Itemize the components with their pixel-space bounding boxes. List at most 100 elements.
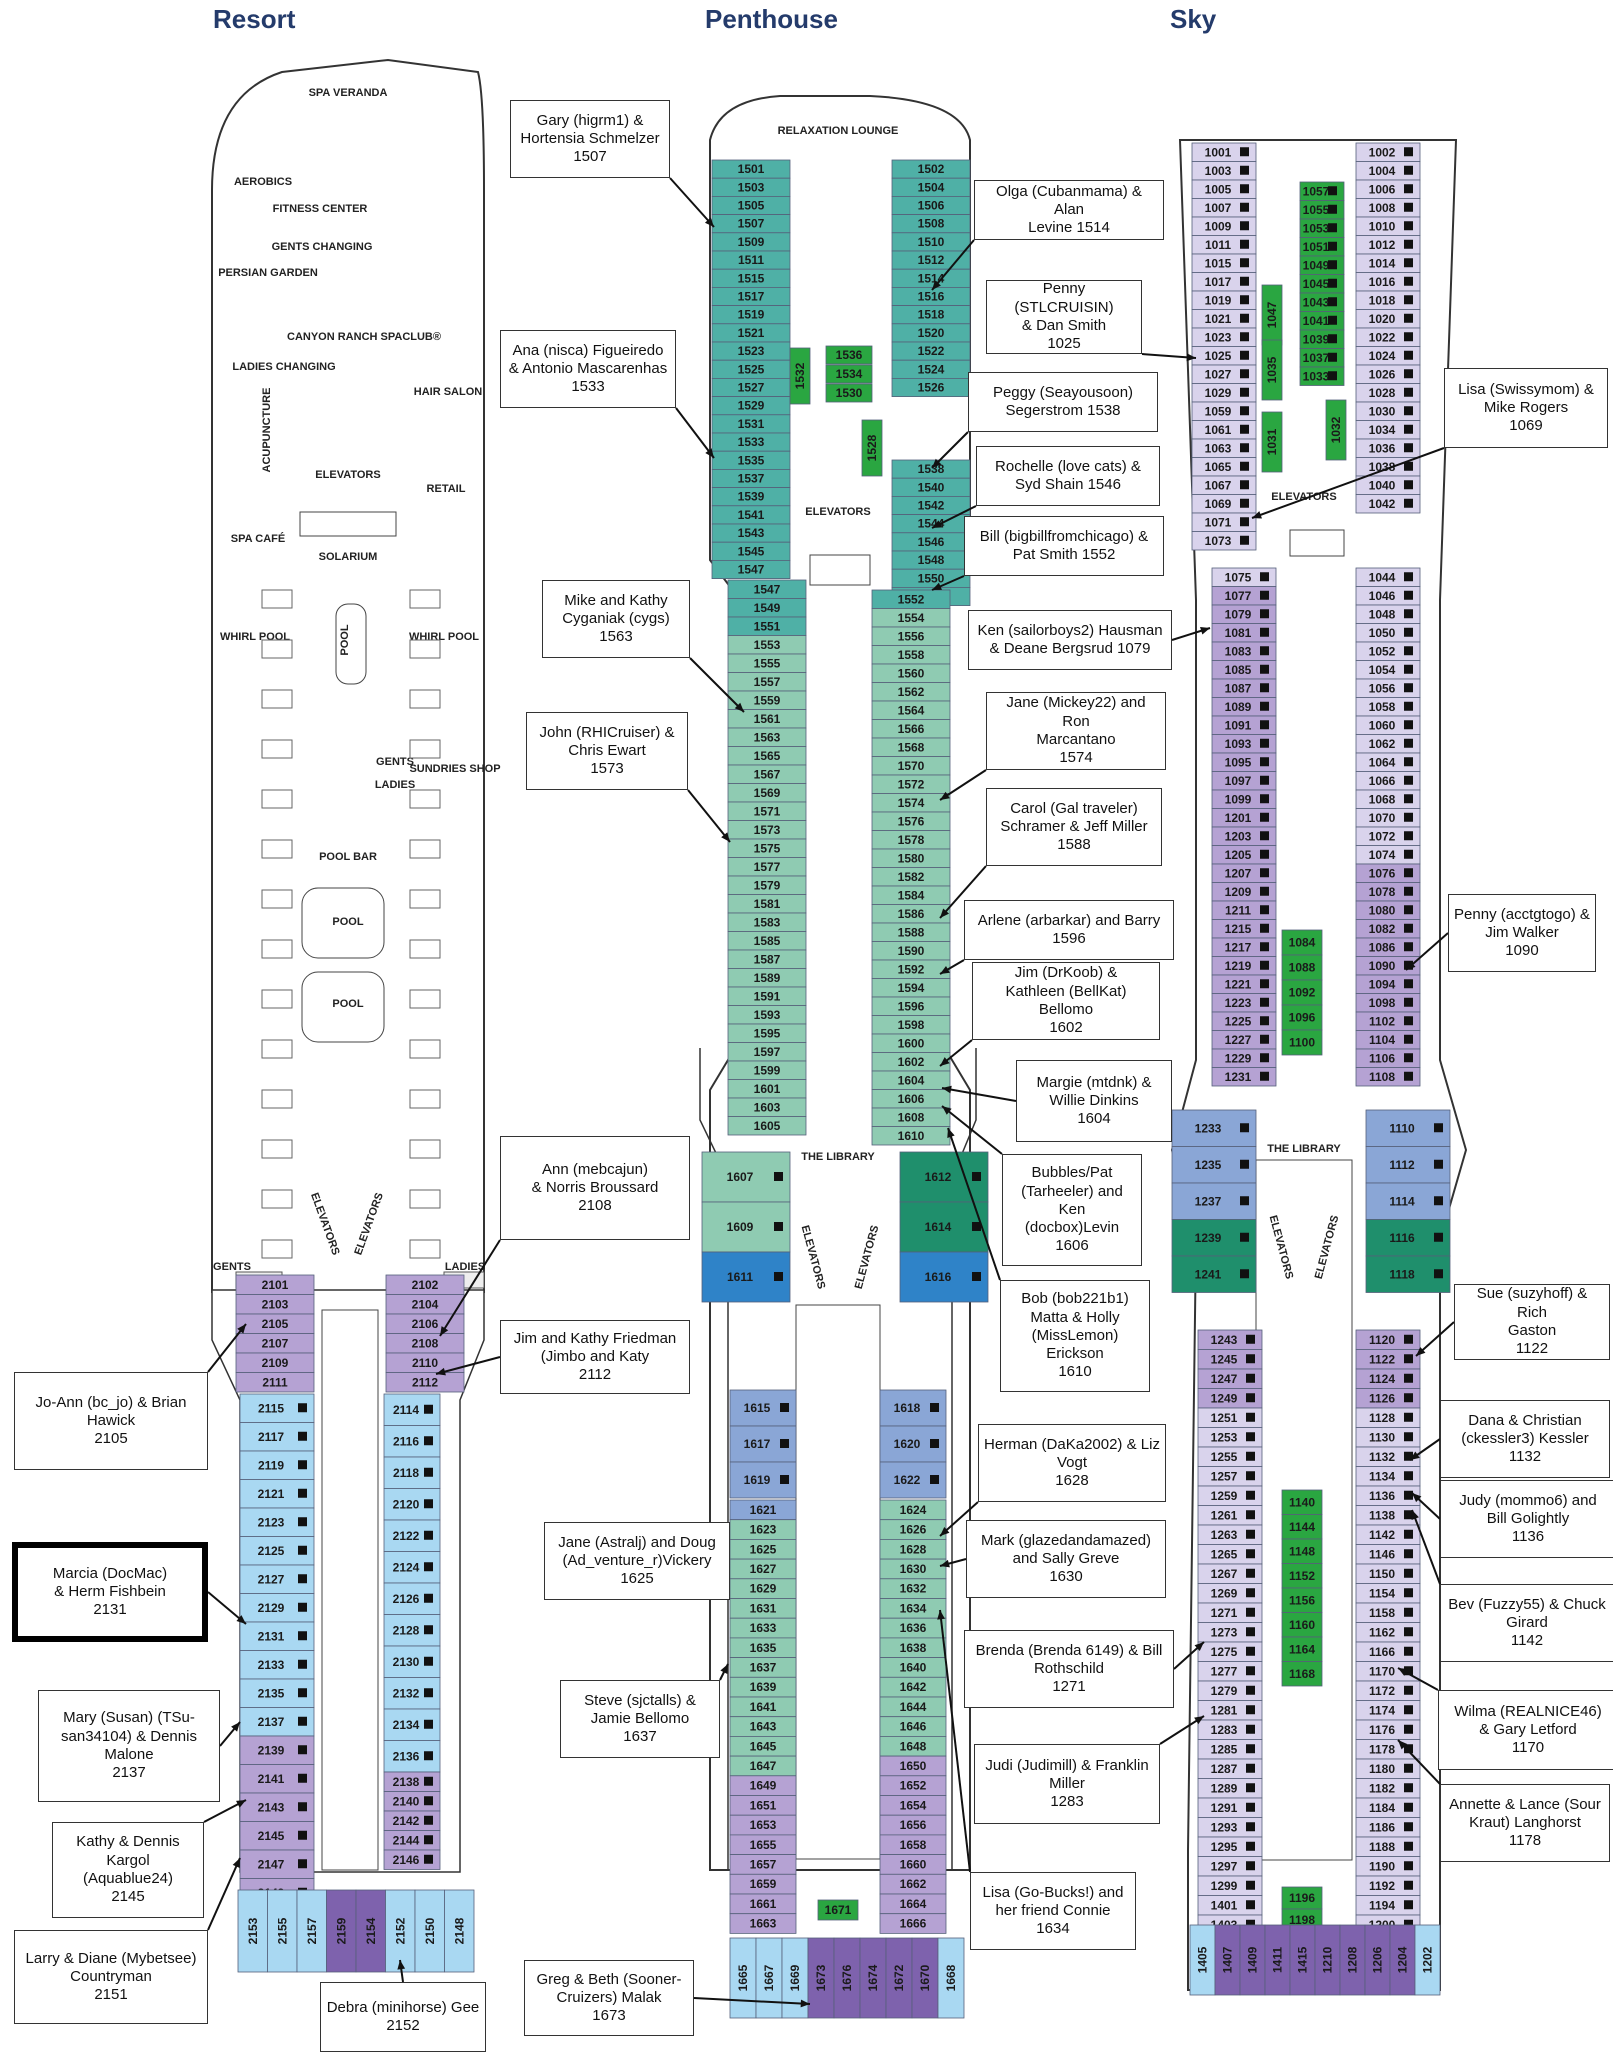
cabin-1023[interactable]: 1023 [1191,327,1257,347]
cabin-1593[interactable]: 1593 [727,1005,807,1025]
cabin-2132[interactable]: 2132 [383,1677,441,1710]
cabin-1565[interactable]: 1565 [727,746,807,766]
cabin-1263[interactable]: 1263 [1197,1524,1263,1545]
cabin-1654[interactable]: 1654 [879,1795,947,1816]
cabin-1588[interactable]: 1588 [871,922,951,942]
cabin-2134[interactable]: 2134 [383,1708,441,1741]
cabin-1066[interactable]: 1066 [1355,771,1421,791]
cabin-1140[interactable]: 1140 [1281,1489,1323,1515]
cabin-1223[interactable]: 1223 [1211,993,1277,1013]
cabin-2136[interactable]: 2136 [383,1740,441,1773]
cabin-2147[interactable]: 2147 [239,1849,315,1879]
cabin-1073[interactable]: 1073 [1191,531,1257,551]
cabin-2130[interactable]: 2130 [383,1645,441,1678]
cabin-1166[interactable]: 1166 [1355,1641,1421,1662]
cabin-1567[interactable]: 1567 [727,764,807,784]
cabin-1174[interactable]: 1174 [1355,1700,1421,1721]
cabin-1210[interactable]: 1210 [1314,1924,1341,1996]
cabin-1170[interactable]: 1170 [1355,1661,1421,1682]
cabin-1144[interactable]: 1144 [1281,1514,1323,1540]
cabin-1211[interactable]: 1211 [1211,900,1277,920]
cabin-1160[interactable]: 1160 [1281,1612,1323,1638]
cabin-1055[interactable]: 1055 [1299,200,1345,220]
cabin-1063[interactable]: 1063 [1191,438,1257,458]
cabin-1037[interactable]: 1037 [1299,348,1345,368]
cabin-1415[interactable]: 1415 [1289,1924,1316,1996]
cabin-1050[interactable]: 1050 [1355,623,1421,643]
cabin-1571[interactable]: 1571 [727,801,807,821]
cabin-1595[interactable]: 1595 [727,1023,807,1043]
cabin-2148[interactable]: 2148 [444,1889,475,1973]
cabin-1672[interactable]: 1672 [885,1937,913,2019]
cabin-1594[interactable]: 1594 [871,978,951,998]
cabin-1045[interactable]: 1045 [1299,274,1345,294]
cabin-1010[interactable]: 1010 [1355,216,1421,236]
cabin-1110[interactable]: 1110 [1365,1109,1451,1147]
cabin-1079[interactable]: 1079 [1211,604,1277,624]
cabin-1647[interactable]: 1647 [729,1755,797,1777]
cabin-1249[interactable]: 1249 [1197,1388,1263,1409]
cabin-1196[interactable]: 1196 [1281,1886,1323,1910]
cabin-1584[interactable]: 1584 [871,885,951,905]
cabin-1624[interactable]: 1624 [879,1499,947,1521]
cabin-1548[interactable]: 1548 [891,550,971,570]
cabin-1638[interactable]: 1638 [879,1637,947,1659]
cabin-1208[interactable]: 1208 [1339,1924,1366,1996]
cabin-1015[interactable]: 1015 [1191,253,1257,273]
cabin-1635[interactable]: 1635 [729,1637,797,1659]
cabin-1261[interactable]: 1261 [1197,1505,1263,1526]
cabin-1156[interactable]: 1156 [1281,1587,1323,1613]
cabin-1043[interactable]: 1043 [1299,292,1345,312]
cabin-1097[interactable]: 1097 [1211,771,1277,791]
cabin-1523[interactable]: 1523 [711,341,791,361]
cabin-1533[interactable]: 1533 [711,432,791,452]
cabin-1597[interactable]: 1597 [727,1042,807,1062]
cabin-2153[interactable]: 2153 [237,1889,268,1973]
cabin-1619[interactable]: 1619 [729,1461,797,1499]
cabin-1253[interactable]: 1253 [1197,1427,1263,1448]
cabin-1555[interactable]: 1555 [727,653,807,673]
cabin-1289[interactable]: 1289 [1197,1778,1263,1799]
cabin-1592[interactable]: 1592 [871,959,951,979]
cabin-1251[interactable]: 1251 [1197,1407,1263,1428]
cabin-1560[interactable]: 1560 [871,663,951,683]
cabin-2116[interactable]: 2116 [383,1425,441,1458]
cabin-1664[interactable]: 1664 [879,1893,947,1915]
cabin-1008[interactable]: 1008 [1355,198,1421,218]
cabin-1057[interactable]: 1057 [1299,181,1345,201]
cabin-1525[interactable]: 1525 [711,359,791,379]
cabin-1259[interactable]: 1259 [1197,1485,1263,1506]
cabin-1603[interactable]: 1603 [727,1097,807,1117]
cabin-2133[interactable]: 2133 [239,1650,315,1680]
cabin-1022[interactable]: 1022 [1355,327,1421,347]
cabin-1005[interactable]: 1005 [1191,179,1257,199]
cabin-1154[interactable]: 1154 [1355,1583,1421,1604]
cabin-2142[interactable]: 2142 [383,1810,441,1831]
cabin-1124[interactable]: 1124 [1355,1368,1421,1389]
cabin-1516[interactable]: 1516 [891,286,971,306]
cabin-1532[interactable]: 1532 [789,347,811,405]
cabin-1577[interactable]: 1577 [727,857,807,877]
cabin-1102[interactable]: 1102 [1355,1011,1421,1031]
cabin-1542[interactable]: 1542 [891,495,971,515]
cabin-1556[interactable]: 1556 [871,626,951,646]
cabin-2141[interactable]: 2141 [239,1764,315,1794]
cabin-2101[interactable]: 2101 [235,1274,315,1295]
cabin-1598[interactable]: 1598 [871,1015,951,1035]
cabin-1662[interactable]: 1662 [879,1873,947,1895]
cabin-1539[interactable]: 1539 [711,487,791,507]
cabin-1217[interactable]: 1217 [1211,937,1277,957]
cabin-1020[interactable]: 1020 [1355,309,1421,329]
cabin-1650[interactable]: 1650 [879,1755,947,1777]
cabin-1569[interactable]: 1569 [727,783,807,803]
cabin-1544[interactable]: 1544 [891,514,971,534]
cabin-1640[interactable]: 1640 [879,1657,947,1678]
cabin-1206[interactable]: 1206 [1364,1924,1391,1996]
cabin-1411[interactable]: 1411 [1264,1924,1291,1996]
cabin-1649[interactable]: 1649 [729,1775,797,1796]
cabin-1089[interactable]: 1089 [1211,697,1277,717]
cabin-1083[interactable]: 1083 [1211,641,1277,661]
cabin-1559[interactable]: 1559 [727,690,807,710]
cabin-1122[interactable]: 1122 [1355,1349,1421,1370]
cabin-1087[interactable]: 1087 [1211,678,1277,698]
